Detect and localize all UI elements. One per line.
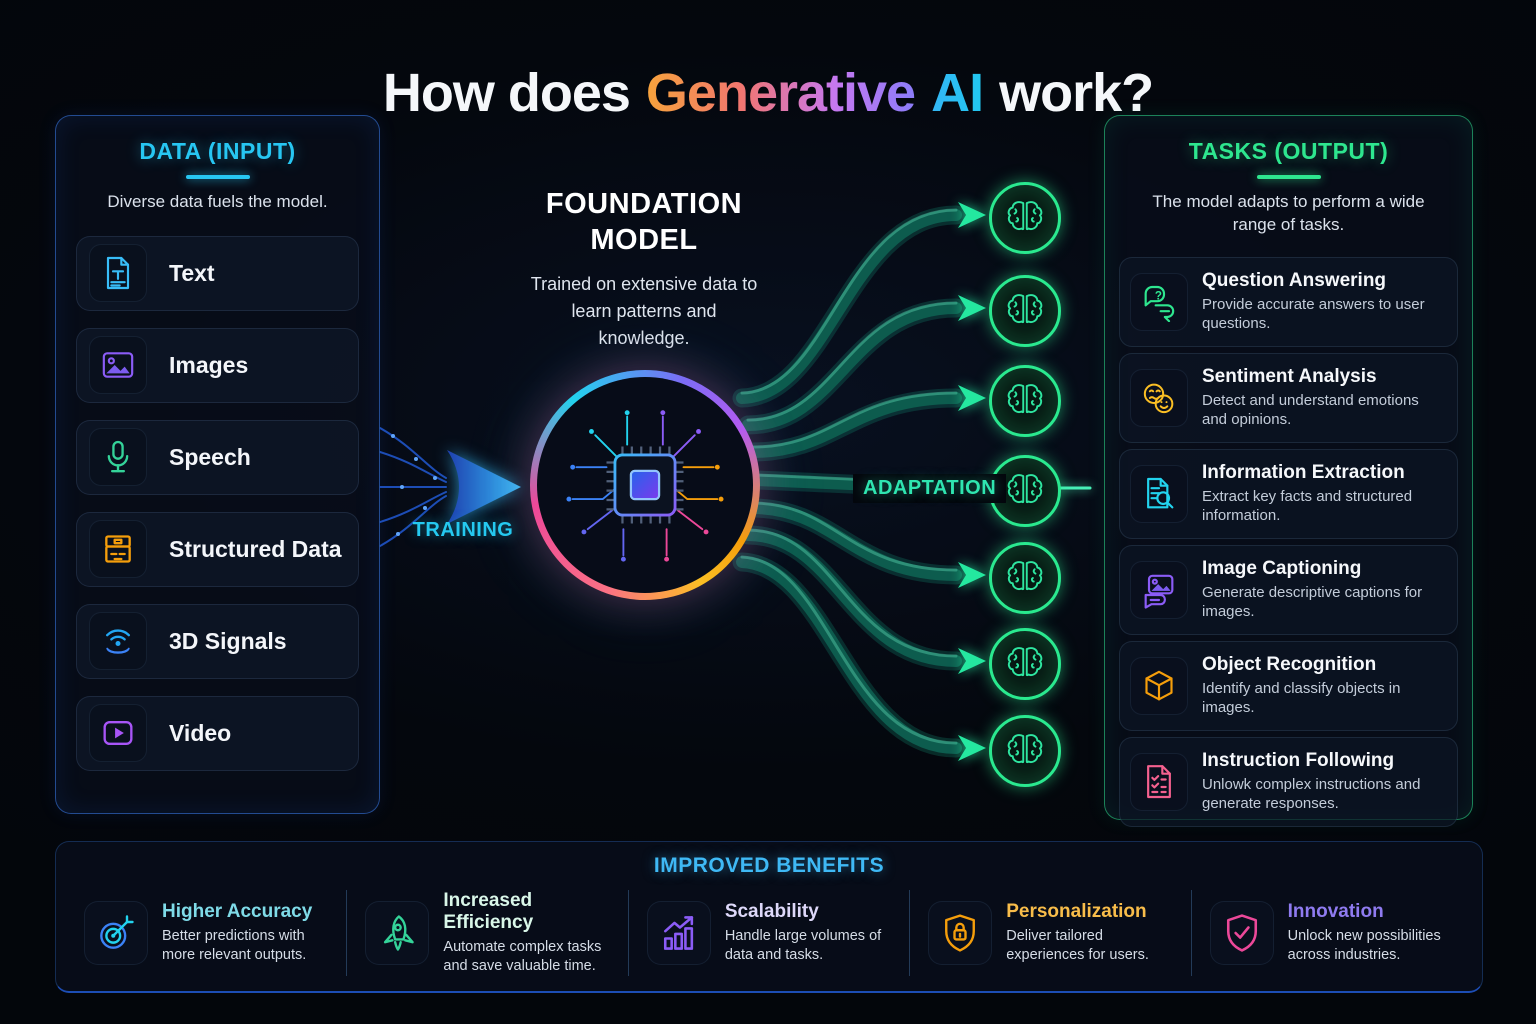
image-icon	[89, 336, 147, 395]
benefit-title: Higher Accuracy	[162, 901, 313, 922]
benefit-description: Deliver tailored experiences for users.	[1006, 928, 1149, 963]
video-play-icon	[89, 704, 147, 763]
input-item-label: Speech	[169, 444, 251, 471]
task-instruction-following: Instruction Following Unlowk complex ins…	[1119, 736, 1458, 827]
checklist-document-icon	[1130, 752, 1188, 811]
shield-check-icon	[1209, 900, 1274, 965]
task-object-recognition: Object Recognition Identify and classify…	[1119, 640, 1458, 731]
task-title: Object Recognition	[1202, 653, 1377, 675]
brain-node-5	[989, 542, 1061, 614]
task-description: Generate descriptive captions for images…	[1202, 583, 1423, 621]
foundation-model-block: FOUNDATION MODEL Trained on extensive da…	[498, 186, 790, 352]
circuit-chip-illustration	[537, 377, 753, 593]
heading-underline	[1256, 175, 1321, 179]
page-title: How does Generative AI work?	[0, 62, 1536, 124]
title-part-1: How does	[382, 63, 631, 124]
benefit-innovation: Innovation Unlock new possibilities acro…	[1190, 890, 1472, 976]
task-description: Identify and classify objects in images.	[1202, 679, 1401, 717]
tasks-output-heading: TASKS (OUTPUT)	[1188, 138, 1389, 164]
task-title: Sentiment Analysis	[1202, 365, 1377, 387]
input-item-text: Text	[76, 235, 359, 311]
benefit-higher-accuracy: Higher Accuracy Better predictions with …	[66, 890, 346, 976]
data-input-subtitle: Diverse data fuels the model.	[107, 192, 328, 211]
benefit-title: Increased Efficiency	[443, 890, 534, 933]
brain-node-7	[989, 715, 1061, 787]
benefit-personalization: Personalization Deliver tailored experie…	[909, 890, 1190, 976]
title-part-generative: Generative	[645, 63, 916, 124]
data-input-heading: DATA (INPUT)	[139, 138, 296, 164]
input-item-label: Structured Data	[169, 536, 342, 563]
input-item-video: Video	[76, 695, 359, 771]
task-description: Extract key facts and structured informa…	[1202, 487, 1413, 525]
task-title: Instruction Following	[1202, 749, 1395, 771]
input-item-label: 3D Signals	[169, 628, 287, 655]
smiley-faces-icon	[1130, 368, 1188, 427]
training-arrow	[447, 450, 521, 524]
foundation-model-circle	[530, 370, 760, 600]
task-sentiment-analysis: Sentiment Analysis Detect and understand…	[1119, 352, 1458, 443]
cube-icon	[1130, 656, 1188, 715]
heading-underline	[185, 175, 250, 179]
foundation-model-description: Trained on extensive data to learn patte…	[530, 273, 758, 348]
chat-question-icon: ?	[1130, 272, 1188, 331]
benefit-description: Unlock new possibilities across industri…	[1287, 928, 1441, 963]
benefit-title: Innovation	[1287, 901, 1384, 922]
task-title: Image Captioning	[1202, 557, 1362, 579]
text-document-icon	[89, 244, 147, 303]
input-item-speech: Speech	[76, 419, 359, 495]
improved-benefits-panel: IMPROVED BENEFITS Higher Accuracy Better…	[55, 841, 1483, 993]
benefit-title: Scalability	[724, 901, 819, 922]
input-item-images: Images	[76, 327, 359, 403]
input-item-label: Text	[169, 260, 215, 287]
input-item-list: Text Images Speech	[56, 228, 379, 771]
brain-node-1	[989, 182, 1061, 254]
title-part-4: work?	[999, 63, 1154, 124]
signal-icon	[89, 612, 147, 671]
input-item-label: Video	[169, 720, 232, 747]
input-item-3d-signals: 3D Signals	[76, 603, 359, 679]
rocket-icon	[365, 900, 430, 965]
target-arrow-icon	[84, 900, 148, 965]
task-title: Question Answering	[1202, 269, 1387, 291]
foundation-model-title: FOUNDATION MODEL	[545, 188, 743, 257]
bar-chart-icon	[646, 900, 711, 965]
task-description: Unlowk complex instructions and generate…	[1202, 775, 1421, 813]
benefit-list: Higher Accuracy Better predictions with …	[56, 890, 1482, 976]
tasks-output-subtitle: The model adapts to perform a wide range…	[1152, 192, 1425, 234]
brain-node-6	[989, 628, 1061, 700]
brain-node-2	[989, 275, 1061, 347]
benefit-increased-efficiency: Increased Efficiency Automate complex ta…	[346, 890, 627, 976]
input-item-structured-data: Structured Data	[76, 511, 359, 587]
task-list: ? Question Answering Provide accurate an…	[1105, 251, 1472, 827]
benefit-title: Personalization	[1006, 901, 1147, 922]
tasks-output-panel: TASKS (OUTPUT) The model adapts to perfo…	[1104, 115, 1473, 827]
task-image-captioning: Image Captioning Generate descriptive ca…	[1119, 544, 1458, 635]
benefit-description: Handle large volumes of data and tasks.	[724, 928, 882, 963]
data-input-panel: DATA (INPUT) Diverse data fuels the mode…	[55, 115, 380, 814]
task-title: Information Extraction	[1202, 461, 1405, 483]
brain-node-3	[989, 365, 1061, 437]
input-item-label: Images	[169, 352, 249, 379]
adaptation-label: ADAPTATION	[853, 474, 1007, 503]
structured-data-icon	[89, 520, 147, 579]
task-information-extraction: Information Extraction Extract key facts…	[1119, 448, 1458, 539]
benefit-description: Better predictions with more relevant ou…	[162, 928, 307, 963]
benefit-description: Automate complex tasks and save valuable…	[443, 939, 602, 974]
svg-text:?: ?	[1155, 289, 1162, 302]
training-label: TRAINING	[412, 519, 514, 541]
task-question-answering: ? Question Answering Provide accurate an…	[1119, 256, 1458, 347]
benefits-heading: IMPROVED BENEFITS	[653, 854, 885, 877]
shield-lock-icon	[928, 900, 993, 965]
microphone-icon	[89, 428, 147, 487]
benefit-scalability: Scalability Handle large volumes of data…	[627, 890, 909, 976]
task-description: Detect and understand emotions and opini…	[1202, 391, 1419, 429]
title-part-ai: AI	[931, 63, 984, 124]
image-caption-icon	[1130, 560, 1188, 619]
task-description: Provide accurate answers to user questio…	[1202, 295, 1425, 333]
document-magnifier-icon	[1130, 464, 1188, 523]
